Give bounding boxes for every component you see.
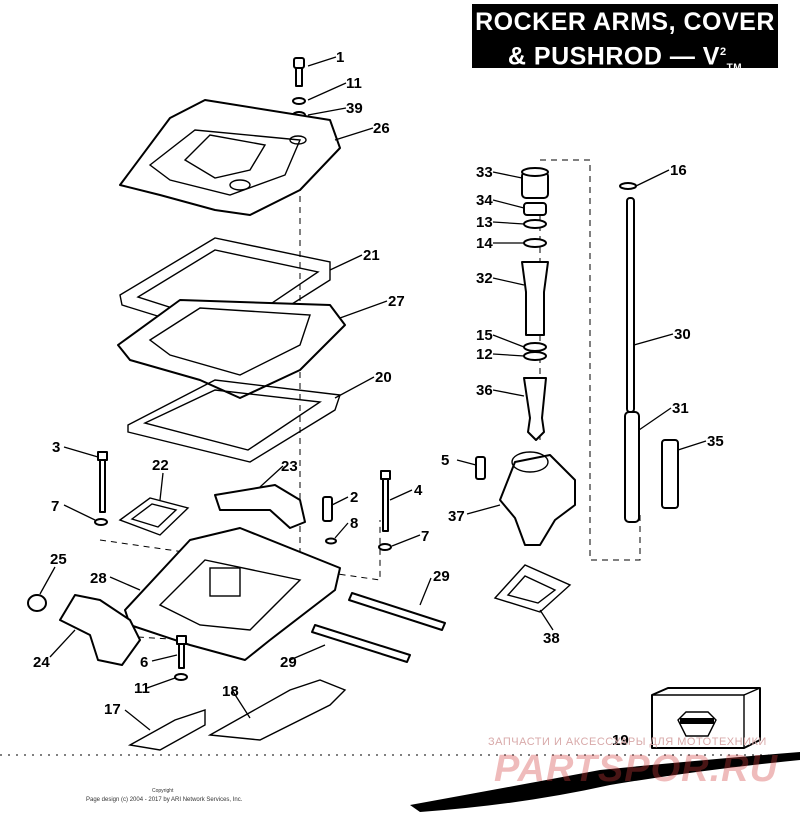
callout-13: 13 bbox=[476, 214, 493, 231]
callout-22: 22 bbox=[152, 457, 169, 474]
callout-37: 37 bbox=[448, 508, 465, 525]
part-7-washer-right bbox=[378, 543, 392, 551]
callout-18: 18 bbox=[222, 683, 239, 700]
part-38-gasket bbox=[493, 564, 572, 613]
callout-8: 8 bbox=[350, 515, 358, 532]
part-34-spring bbox=[523, 202, 547, 216]
part-13-washer bbox=[523, 219, 547, 229]
callout-7: 7 bbox=[51, 498, 59, 515]
part-18-bracket bbox=[207, 679, 347, 741]
decorative-swoosh bbox=[410, 752, 800, 812]
callout-33: 33 bbox=[476, 164, 493, 181]
callout-35: 35 bbox=[707, 433, 724, 450]
callout-36: 36 bbox=[476, 382, 493, 399]
callout-7-right: 7 bbox=[421, 528, 429, 545]
callout-4: 4 bbox=[414, 482, 423, 499]
part-37-tappet-block bbox=[499, 451, 576, 546]
part-30-pushrod bbox=[626, 197, 635, 413]
part-16-clip bbox=[619, 182, 637, 190]
callout-23: 23 bbox=[281, 458, 298, 475]
part-32-upper-tube bbox=[521, 261, 549, 336]
part-14-o-ring bbox=[523, 238, 547, 248]
title-line-2: & PUSHROD — V2TM bbox=[472, 37, 778, 83]
part-31-pushrod-cover bbox=[624, 411, 640, 523]
part-8-washer bbox=[325, 537, 337, 545]
part-6-bolt bbox=[178, 643, 185, 669]
watermark-brand: PARTSPOR.RU bbox=[494, 748, 779, 790]
part-5-screw bbox=[475, 456, 486, 480]
part-24-rocker-arm bbox=[59, 594, 141, 666]
callout-30: 30 bbox=[674, 326, 691, 343]
leader-lines bbox=[39, 56, 707, 731]
diagram-title: ROCKER ARMS, COVER & PUSHROD — V2TM bbox=[472, 4, 778, 73]
part-29-shaft-upper bbox=[348, 592, 446, 631]
part-23-rocker-arm bbox=[214, 484, 306, 529]
part-29-shaft-lower bbox=[311, 624, 411, 663]
part-7-washer bbox=[94, 518, 108, 526]
callout-labels: 1 11 39 26 21 27 20 33 34 13 14 32 15 12… bbox=[33, 49, 724, 749]
callout-32: 32 bbox=[476, 270, 493, 287]
assembly-line bbox=[540, 159, 641, 561]
callout-38: 38 bbox=[543, 630, 560, 647]
part-15-washer bbox=[523, 342, 547, 352]
callout-26: 26 bbox=[373, 120, 390, 137]
part-28-rocker-support bbox=[124, 527, 341, 661]
callout-3: 3 bbox=[52, 439, 60, 456]
callout-12: 12 bbox=[476, 346, 493, 363]
callout-39: 39 bbox=[346, 100, 363, 117]
callout-1: 1 bbox=[336, 49, 344, 66]
callout-16: 16 bbox=[670, 162, 687, 179]
part-11-washer-lower bbox=[174, 673, 188, 681]
callout-17: 17 bbox=[104, 701, 121, 718]
copyright-text: Copyright bbox=[152, 788, 174, 794]
part-12-o-ring bbox=[523, 351, 547, 361]
title-superscript: 2 bbox=[720, 46, 727, 58]
callout-2: 2 bbox=[350, 489, 358, 506]
callout-24: 24 bbox=[33, 654, 50, 671]
callout-21: 21 bbox=[363, 247, 380, 264]
callout-11: 11 bbox=[346, 75, 362, 92]
callout-14: 14 bbox=[476, 235, 493, 252]
callout-11-lower: 11 bbox=[134, 680, 150, 697]
callout-29: 29 bbox=[433, 568, 450, 585]
part-25-bushing bbox=[27, 594, 47, 612]
callout-28: 28 bbox=[90, 570, 107, 587]
callout-19: 19 bbox=[612, 732, 629, 749]
part-35-pushrod-cover bbox=[661, 439, 679, 509]
callout-25: 25 bbox=[50, 551, 67, 568]
watermark-tagline: ЗАПЧАСТИ И АКСЕССУАРЫ ДЛЯ МОТОТЕХНИКИ bbox=[488, 736, 767, 748]
callout-31: 31 bbox=[672, 400, 689, 417]
part-36-lower-tube bbox=[523, 377, 547, 441]
part-4-bolt-head bbox=[380, 470, 391, 480]
callout-29-lower: 29 bbox=[280, 654, 297, 671]
part-6-bolt-head bbox=[176, 635, 187, 645]
part-4-bolt bbox=[382, 478, 389, 532]
part-26-rocker-cover bbox=[119, 99, 341, 216]
page-design-credit: Page design (c) 2004 - 2017 by ARI Netwo… bbox=[86, 797, 243, 803]
title-line-2-text: & PUSHROD — V bbox=[507, 42, 720, 71]
part-11-washer bbox=[292, 97, 306, 105]
part-27-cover-spacer bbox=[117, 299, 346, 399]
callout-34: 34 bbox=[476, 192, 493, 209]
title-subscript: TM bbox=[726, 62, 743, 74]
callout-15: 15 bbox=[476, 327, 493, 344]
part-3-bolt bbox=[99, 459, 106, 513]
title-line-1: ROCKER ARMS, COVER bbox=[475, 8, 775, 36]
part-20-gasket bbox=[127, 379, 341, 463]
callout-6: 6 bbox=[140, 654, 148, 671]
part-33-cup-top bbox=[521, 167, 549, 177]
callout-5: 5 bbox=[441, 452, 449, 469]
part-2-screw bbox=[322, 496, 333, 522]
part-17-bracket bbox=[127, 709, 206, 751]
part-1-screw bbox=[293, 57, 305, 87]
harley-davidson-logo bbox=[677, 711, 717, 737]
callout-20: 20 bbox=[375, 369, 392, 386]
callout-27: 27 bbox=[388, 293, 405, 310]
part-3-bolt-head bbox=[97, 451, 108, 461]
assembly-line bbox=[99, 520, 381, 581]
part-22-gasket bbox=[118, 497, 190, 536]
